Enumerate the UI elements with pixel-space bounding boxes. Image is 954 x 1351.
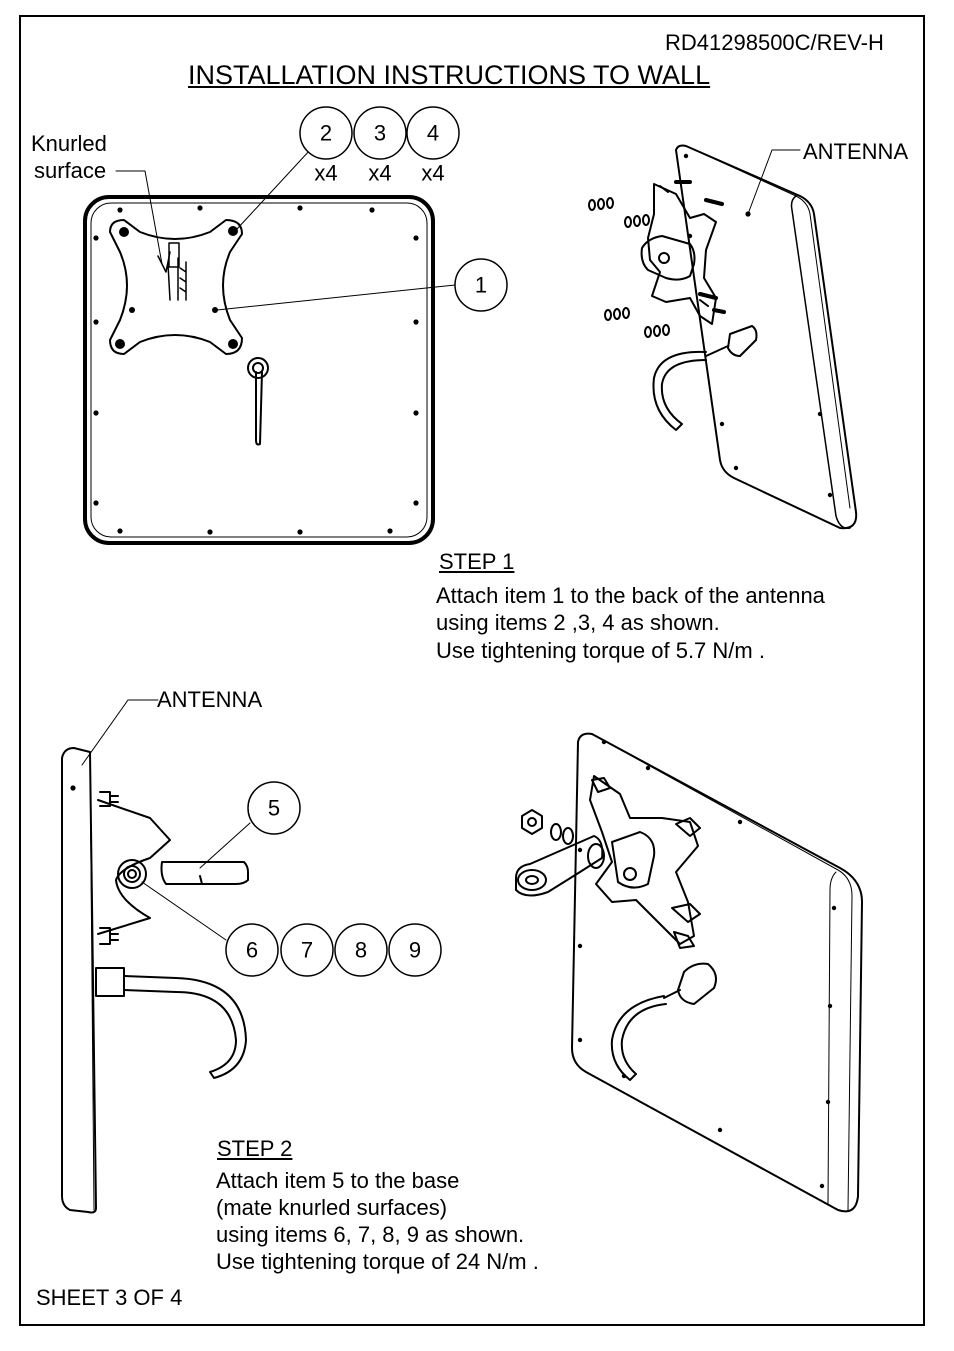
balloon-item-2 xyxy=(299,106,353,160)
antenna-back-view xyxy=(83,195,435,545)
knurled-label-line-1: Knurled xyxy=(31,131,107,156)
antenna-label-step1: ANTENNA xyxy=(803,139,909,164)
antenna-side-view xyxy=(61,747,249,1214)
balloon-item-3 xyxy=(353,106,407,160)
qty-label-3: x4 xyxy=(368,161,391,186)
cable-exit xyxy=(247,357,269,446)
balloon-label-1: 1 xyxy=(475,273,487,298)
balloon-item-1 xyxy=(454,258,508,312)
step2-heading: STEP 2 xyxy=(217,1136,293,1161)
balloon-label-7: 7 xyxy=(301,938,313,963)
step2-line-1: Attach item 5 to the base xyxy=(216,1168,460,1193)
antenna-isometric-step1 xyxy=(588,144,858,530)
balloon-label-2: 2 xyxy=(320,121,332,146)
balloon-label-3: 3 xyxy=(374,121,386,146)
mounting-plate-item-1 xyxy=(109,219,243,355)
step1-heading: STEP 1 xyxy=(439,549,515,574)
step2-line-3: using items 6, 7, 8, 9 as shown. xyxy=(216,1222,525,1247)
balloon-item-4 xyxy=(406,106,460,160)
balloon-label-6: 6 xyxy=(246,938,258,963)
drawing-sheet-border xyxy=(19,15,925,1326)
document-number: RD41298500C/REV-H xyxy=(665,30,884,55)
step1-line-3: Use tightening torque of 5.7 N/m . xyxy=(436,638,765,663)
knurled-label-line-2: surface xyxy=(34,158,107,183)
step1-line-2: using items 2 ,3, 4 as shown. xyxy=(436,610,720,635)
step1-line-1: Attach item 1 to the back of the antenna xyxy=(436,583,825,608)
step2-line-4: Use tightening torque of 24 N/m . xyxy=(216,1249,539,1274)
step2-line-2: (mate knurled surfaces) xyxy=(216,1195,448,1220)
balloon-label-8: 8 xyxy=(355,938,367,963)
balloon-label-5: 5 xyxy=(268,796,280,821)
balloon-item-6 xyxy=(225,923,279,977)
page-title: INSTALLATION INSTRUCTIONS TO WALL xyxy=(188,60,711,90)
antenna-label-step2: ANTENNA xyxy=(157,687,263,712)
balloon-item-8 xyxy=(334,923,388,977)
balloon-label-4: 4 xyxy=(427,121,439,146)
balloon-label-9: 9 xyxy=(409,938,421,963)
balloon-item-5 xyxy=(247,781,301,835)
sheet-number: SHEET 3 OF 4 xyxy=(36,1285,183,1310)
balloon-item-7 xyxy=(280,923,334,977)
qty-label-4: x4 xyxy=(421,161,444,186)
qty-label-2: x4 xyxy=(314,161,337,186)
balloon-item-9 xyxy=(388,923,442,977)
antenna-isometric-step2 xyxy=(515,732,863,1213)
